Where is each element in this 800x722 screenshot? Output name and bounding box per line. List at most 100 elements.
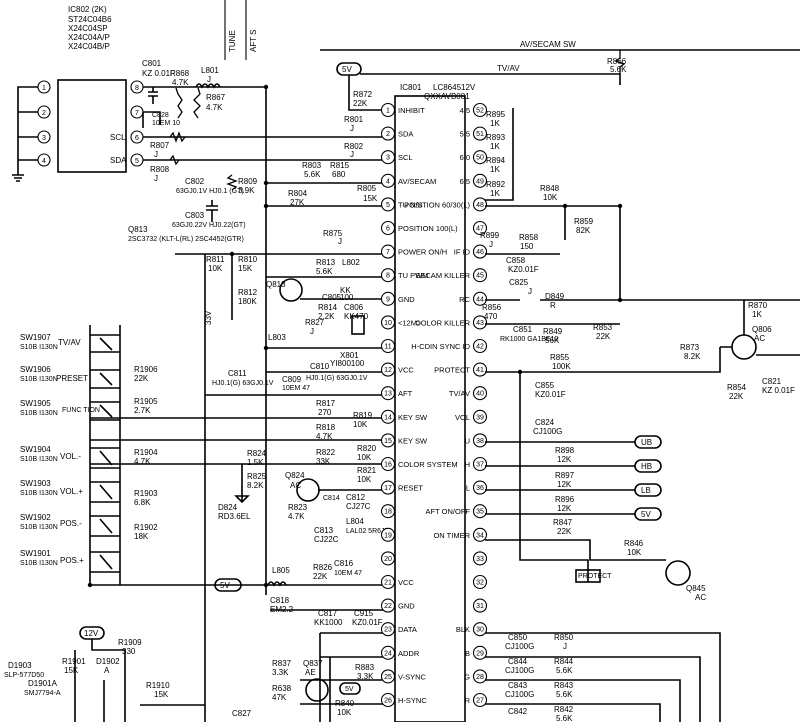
ic801-pin-marker <box>472 315 488 330</box>
ic801-pin-marker <box>380 386 396 401</box>
ic801-pin-function: ADDR <box>398 649 420 658</box>
r837-ref: R837 <box>272 659 292 668</box>
ic801-pin-number: 32 <box>476 580 484 587</box>
r1902-ref: R1902 <box>134 523 158 532</box>
r866-ref: R866 <box>607 57 627 66</box>
ic801-pin-marker <box>472 622 488 637</box>
r844-ref: R844 <box>554 657 574 666</box>
sw1903-ref: SW1903 <box>20 479 51 488</box>
sw1906-label: PRESET <box>56 374 88 383</box>
c827-ref: C827 <box>232 709 252 718</box>
r867-ref: R867 <box>206 93 226 102</box>
net-position-60 <box>485 205 800 301</box>
net-power-on <box>175 253 390 320</box>
ic801-pin-marker <box>472 574 488 590</box>
r826-val: 22K <box>313 572 328 581</box>
r818-val: 4.7K <box>316 432 333 441</box>
c816-val: 10EM 47 <box>334 570 362 577</box>
q824-val: AC <box>290 481 301 490</box>
ic801-pin-marker <box>380 102 396 118</box>
ic801-pin-function: TU PWM <box>398 271 428 280</box>
d824-ref: D824 <box>218 503 238 512</box>
r897-val: 12K <box>557 480 572 489</box>
sw1907-part: S10B I130N <box>20 344 58 351</box>
net-q806 <box>720 300 800 356</box>
r808-ref: R808 <box>150 165 170 174</box>
r1904-ref: R1904 <box>134 448 158 457</box>
ic801-pin-function: SDA <box>398 130 413 139</box>
r814-ref: R814 <box>318 303 338 312</box>
r894-ref: R894 <box>486 156 506 165</box>
c858-val: KZ0.01F <box>508 265 539 274</box>
ic802-body <box>57 79 127 173</box>
q837-transistor <box>305 678 329 702</box>
r807-val: J <box>154 150 158 159</box>
c821-val: KZ 0.01F <box>762 386 795 395</box>
l801-ref: L801 <box>201 66 219 75</box>
ic802-pin-8: 8 <box>135 85 139 92</box>
r819-val: 10K <box>353 420 368 429</box>
r824-ref: R824 <box>247 449 267 458</box>
q813-ref: Q813 <box>128 225 148 234</box>
ic801-pin-number: 1 <box>386 108 390 115</box>
sw1905-label: FUNC TION <box>62 407 100 414</box>
r858-val: 150 <box>520 242 534 251</box>
net-tv-av: TV/AV <box>497 64 520 73</box>
r1902-val: 18K <box>134 532 149 541</box>
d824-val: RD3.6EL <box>218 512 251 521</box>
net-rgb-lines <box>485 632 721 722</box>
c805-val: 100 <box>340 293 354 302</box>
r818-ref: R818 <box>316 423 336 432</box>
ic801-pin-number: 44 <box>476 296 484 303</box>
c803-ref: C803 <box>185 211 205 220</box>
r808-group: R808 J <box>150 154 180 183</box>
ic801-pin-marker <box>380 456 396 472</box>
r1905-val: 2.7K <box>134 406 151 415</box>
ic802-pin-1: 1 <box>42 85 46 92</box>
c805-ref: C805 <box>322 293 342 302</box>
r807-symbol <box>169 131 186 143</box>
c842-ref: C842 <box>508 707 528 716</box>
sw1903-part: S10B I130N <box>20 490 58 497</box>
sw1901-symbol <box>90 551 120 573</box>
q837-ref: Q837 <box>303 659 323 668</box>
ic801-pin-function: VCC <box>398 366 414 375</box>
r807-ref: R807 <box>150 141 170 150</box>
r817-val: 270 <box>318 408 332 417</box>
ic801-pin-function: TV/AV <box>449 389 470 398</box>
r866-val: 5.6K <box>610 65 627 74</box>
ic801-pin-number: 23 <box>384 627 392 634</box>
r843-val: 5.6K <box>556 690 573 699</box>
r875-val: J <box>338 237 342 246</box>
net-av-secam-sw: AV/SECAM SW <box>520 40 576 49</box>
switch-sw1904: SW1904 S10B I130N VOL.- R1904 4.7K <box>20 445 158 469</box>
ic801-pin-function: ON TIMER <box>433 531 470 540</box>
r815-val: 680 <box>332 170 346 179</box>
d1902-ref: D1902 <box>96 657 120 666</box>
c809-ref: C809 <box>282 375 302 384</box>
ic801-pin-marker <box>380 244 396 259</box>
r899-val: J <box>489 240 493 249</box>
ic801-pin-marker <box>472 173 488 188</box>
r867-group: R867 4.7K <box>193 87 226 119</box>
r812-ref: R812 <box>238 288 258 297</box>
r867-val: 4.7K <box>206 103 223 112</box>
ic801-pin-marker <box>380 574 396 590</box>
r854-ref: R854 <box>727 383 747 392</box>
sw1902-symbol <box>90 515 120 537</box>
r808-val: J <box>154 174 158 183</box>
r842-ref: R842 <box>554 705 574 714</box>
ic801-pin-number: 45 <box>476 273 484 280</box>
r856-val: 470 <box>484 312 498 321</box>
r894-val: 1K <box>490 165 500 174</box>
sw1906-part: S10B I130N <box>20 376 58 383</box>
c806-ref: C806 <box>344 303 364 312</box>
r808-symbol <box>169 154 180 166</box>
r1906-ref: R1906 <box>134 365 158 374</box>
r1901-val: 15K <box>64 666 79 675</box>
r848-val: 10K <box>543 193 558 202</box>
ic801-pin-marker <box>380 692 396 708</box>
net-5v-top: 5V <box>342 65 352 74</box>
net-ub: UB <box>641 438 652 447</box>
c824-ref: C824 <box>535 418 555 427</box>
